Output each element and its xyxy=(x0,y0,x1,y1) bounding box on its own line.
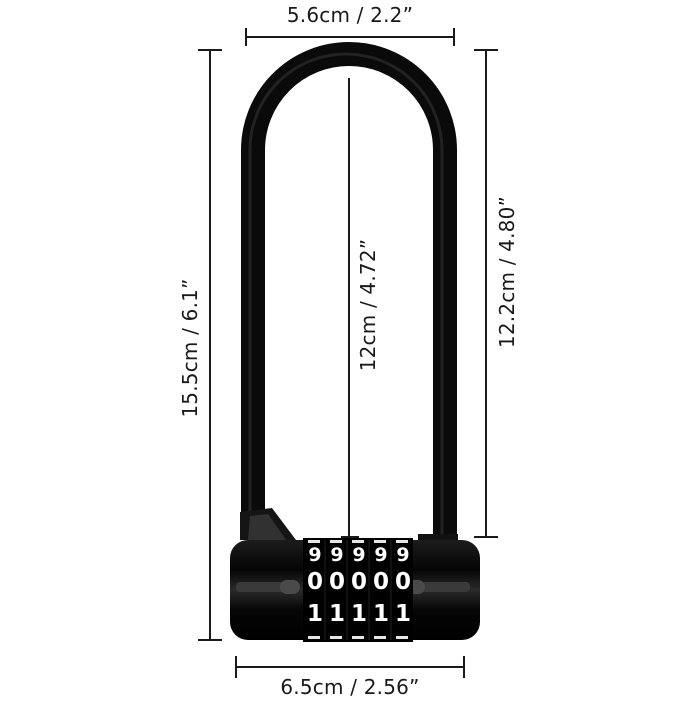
dial-digit: 0 xyxy=(394,569,411,595)
dial-digit: 1 xyxy=(394,601,411,627)
dial-digit: 1 xyxy=(328,601,345,627)
dial-digit: 0 xyxy=(328,569,345,595)
dial-row-9: 9 9 9 9 9 xyxy=(304,544,414,566)
bottom-width-label: 6.5cm / 2.56” xyxy=(280,675,420,699)
dimension-lines xyxy=(198,28,498,678)
combination-dials[interactable] xyxy=(303,538,413,642)
inner-height-label: 12cm / 4.72” xyxy=(356,238,380,372)
shackle-height-label: 12.2cm / 4.80” xyxy=(495,195,519,349)
dial-row-1: 1 1 1 1 1 xyxy=(304,601,414,627)
dial-digit: 1 xyxy=(306,601,323,627)
dial-digit: 9 xyxy=(308,544,322,566)
dial-digit: 9 xyxy=(330,544,344,566)
dial-digit: 9 xyxy=(396,544,410,566)
dial-digit: 0 xyxy=(372,569,389,595)
dial-digit: 9 xyxy=(374,544,388,566)
dial-digit: 1 xyxy=(350,601,367,627)
dial-digit: 0 xyxy=(350,569,367,595)
total-height-label: 15.5cm / 6.1” xyxy=(178,278,202,418)
dial-digit: 0 xyxy=(306,569,323,595)
dial-digit: 1 xyxy=(372,601,389,627)
dial-digit: 9 xyxy=(352,544,366,566)
shackle xyxy=(241,42,457,540)
top-width-label: 5.6cm / 2.2” xyxy=(286,3,414,27)
dial-row-0: 0 0 0 0 0 xyxy=(304,569,414,595)
